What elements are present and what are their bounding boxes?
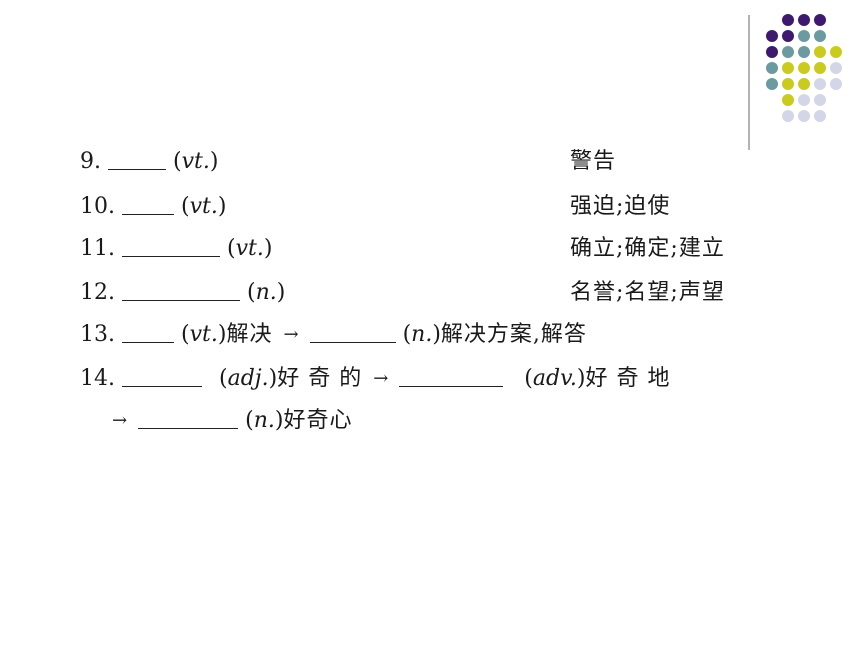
decorative-dot	[814, 14, 826, 26]
meaning: 好奇心	[283, 408, 353, 433]
item-number: 11.	[80, 236, 115, 261]
vocab-item-12: 12. (n.) 名誉;名望;声望	[80, 276, 724, 310]
answer-blank[interactable]	[122, 232, 220, 257]
decorative-dot	[798, 94, 810, 106]
part-of-speech: adj.	[227, 366, 269, 391]
meaning: 名誉;名望;声望	[570, 280, 725, 305]
part-of-speech: vt.	[189, 194, 218, 219]
decorative-dot	[798, 62, 810, 74]
decorative-dot	[782, 46, 794, 58]
part-of-speech: vt.	[181, 149, 210, 174]
vocab-item-14: 14. (adj.)好 奇 的 → (adv.)好 奇 地	[80, 362, 671, 396]
answer-blank[interactable]	[122, 190, 174, 215]
part-of-speech: vt.	[235, 236, 264, 261]
decorative-dot	[766, 78, 778, 90]
vocab-item-13: 13. (vt.)解决 → (n.)解决方案,解答	[80, 318, 587, 352]
decorative-dot	[798, 78, 810, 90]
answer-blank[interactable]	[138, 404, 239, 429]
meaning: 确立;确定;建立	[570, 236, 725, 261]
decorative-dot	[814, 110, 826, 122]
part-of-speech: adv.	[532, 366, 577, 391]
decorative-dot	[814, 78, 826, 90]
decorative-dot	[814, 62, 826, 74]
arrow-icon: →	[283, 324, 299, 345]
decorative-dot	[798, 110, 810, 122]
decorative-dot-grid	[748, 14, 842, 150]
decorative-dot	[814, 46, 826, 58]
item-number: 13.	[80, 322, 115, 347]
decorative-dot	[798, 14, 810, 26]
answer-blank[interactable]	[122, 318, 174, 343]
decorative-dot	[830, 46, 842, 58]
meaning: 好 奇 的	[277, 366, 363, 391]
vocab-item-11: 11. (vt.) 确立;确定;建立	[80, 232, 724, 266]
answer-blank[interactable]	[122, 276, 240, 301]
part-of-speech: vt.	[189, 322, 218, 347]
decorative-dot	[798, 46, 810, 58]
part-of-speech: n.	[253, 408, 275, 433]
decorative-dot	[830, 78, 842, 90]
arrow-icon: →	[373, 368, 389, 389]
decorative-dot	[766, 46, 778, 58]
vocab-item-10: 10. (vt.) 强迫;迫使	[80, 190, 669, 224]
decorative-dot	[814, 94, 826, 106]
vocab-item-9: 9. (vt.) 警告	[80, 145, 615, 179]
item-number: 12.	[80, 280, 115, 305]
meaning: 强迫;迫使	[570, 194, 671, 219]
meaning: 解决	[226, 322, 273, 347]
decorative-dot	[798, 30, 810, 42]
decorative-dot	[766, 62, 778, 74]
item-number: 10.	[80, 194, 115, 219]
part-of-speech: n.	[255, 280, 277, 305]
item-number: 9.	[80, 149, 101, 174]
answer-blank[interactable]	[122, 362, 202, 387]
decorative-dot	[782, 94, 794, 106]
decorative-dot	[782, 110, 794, 122]
answer-blank[interactable]	[399, 362, 504, 387]
meaning: 好 奇 地	[585, 366, 671, 391]
decorative-dot	[782, 78, 794, 90]
part-of-speech: n.	[411, 322, 433, 347]
answer-blank[interactable]	[108, 145, 166, 170]
arrow-icon: →	[112, 410, 128, 431]
decorative-dot	[782, 62, 794, 74]
answer-blank[interactable]	[309, 318, 396, 343]
meaning: 警告	[570, 149, 617, 174]
decorative-dot	[814, 30, 826, 42]
item-number: 14.	[80, 366, 115, 391]
meaning: 解决方案,解答	[440, 322, 587, 347]
decorative-dot	[782, 14, 794, 26]
decorative-dot	[830, 62, 842, 74]
decorative-dot	[782, 30, 794, 42]
decorative-dot	[766, 30, 778, 42]
vocab-item-14-continued: → (n.)好奇心	[108, 404, 352, 438]
